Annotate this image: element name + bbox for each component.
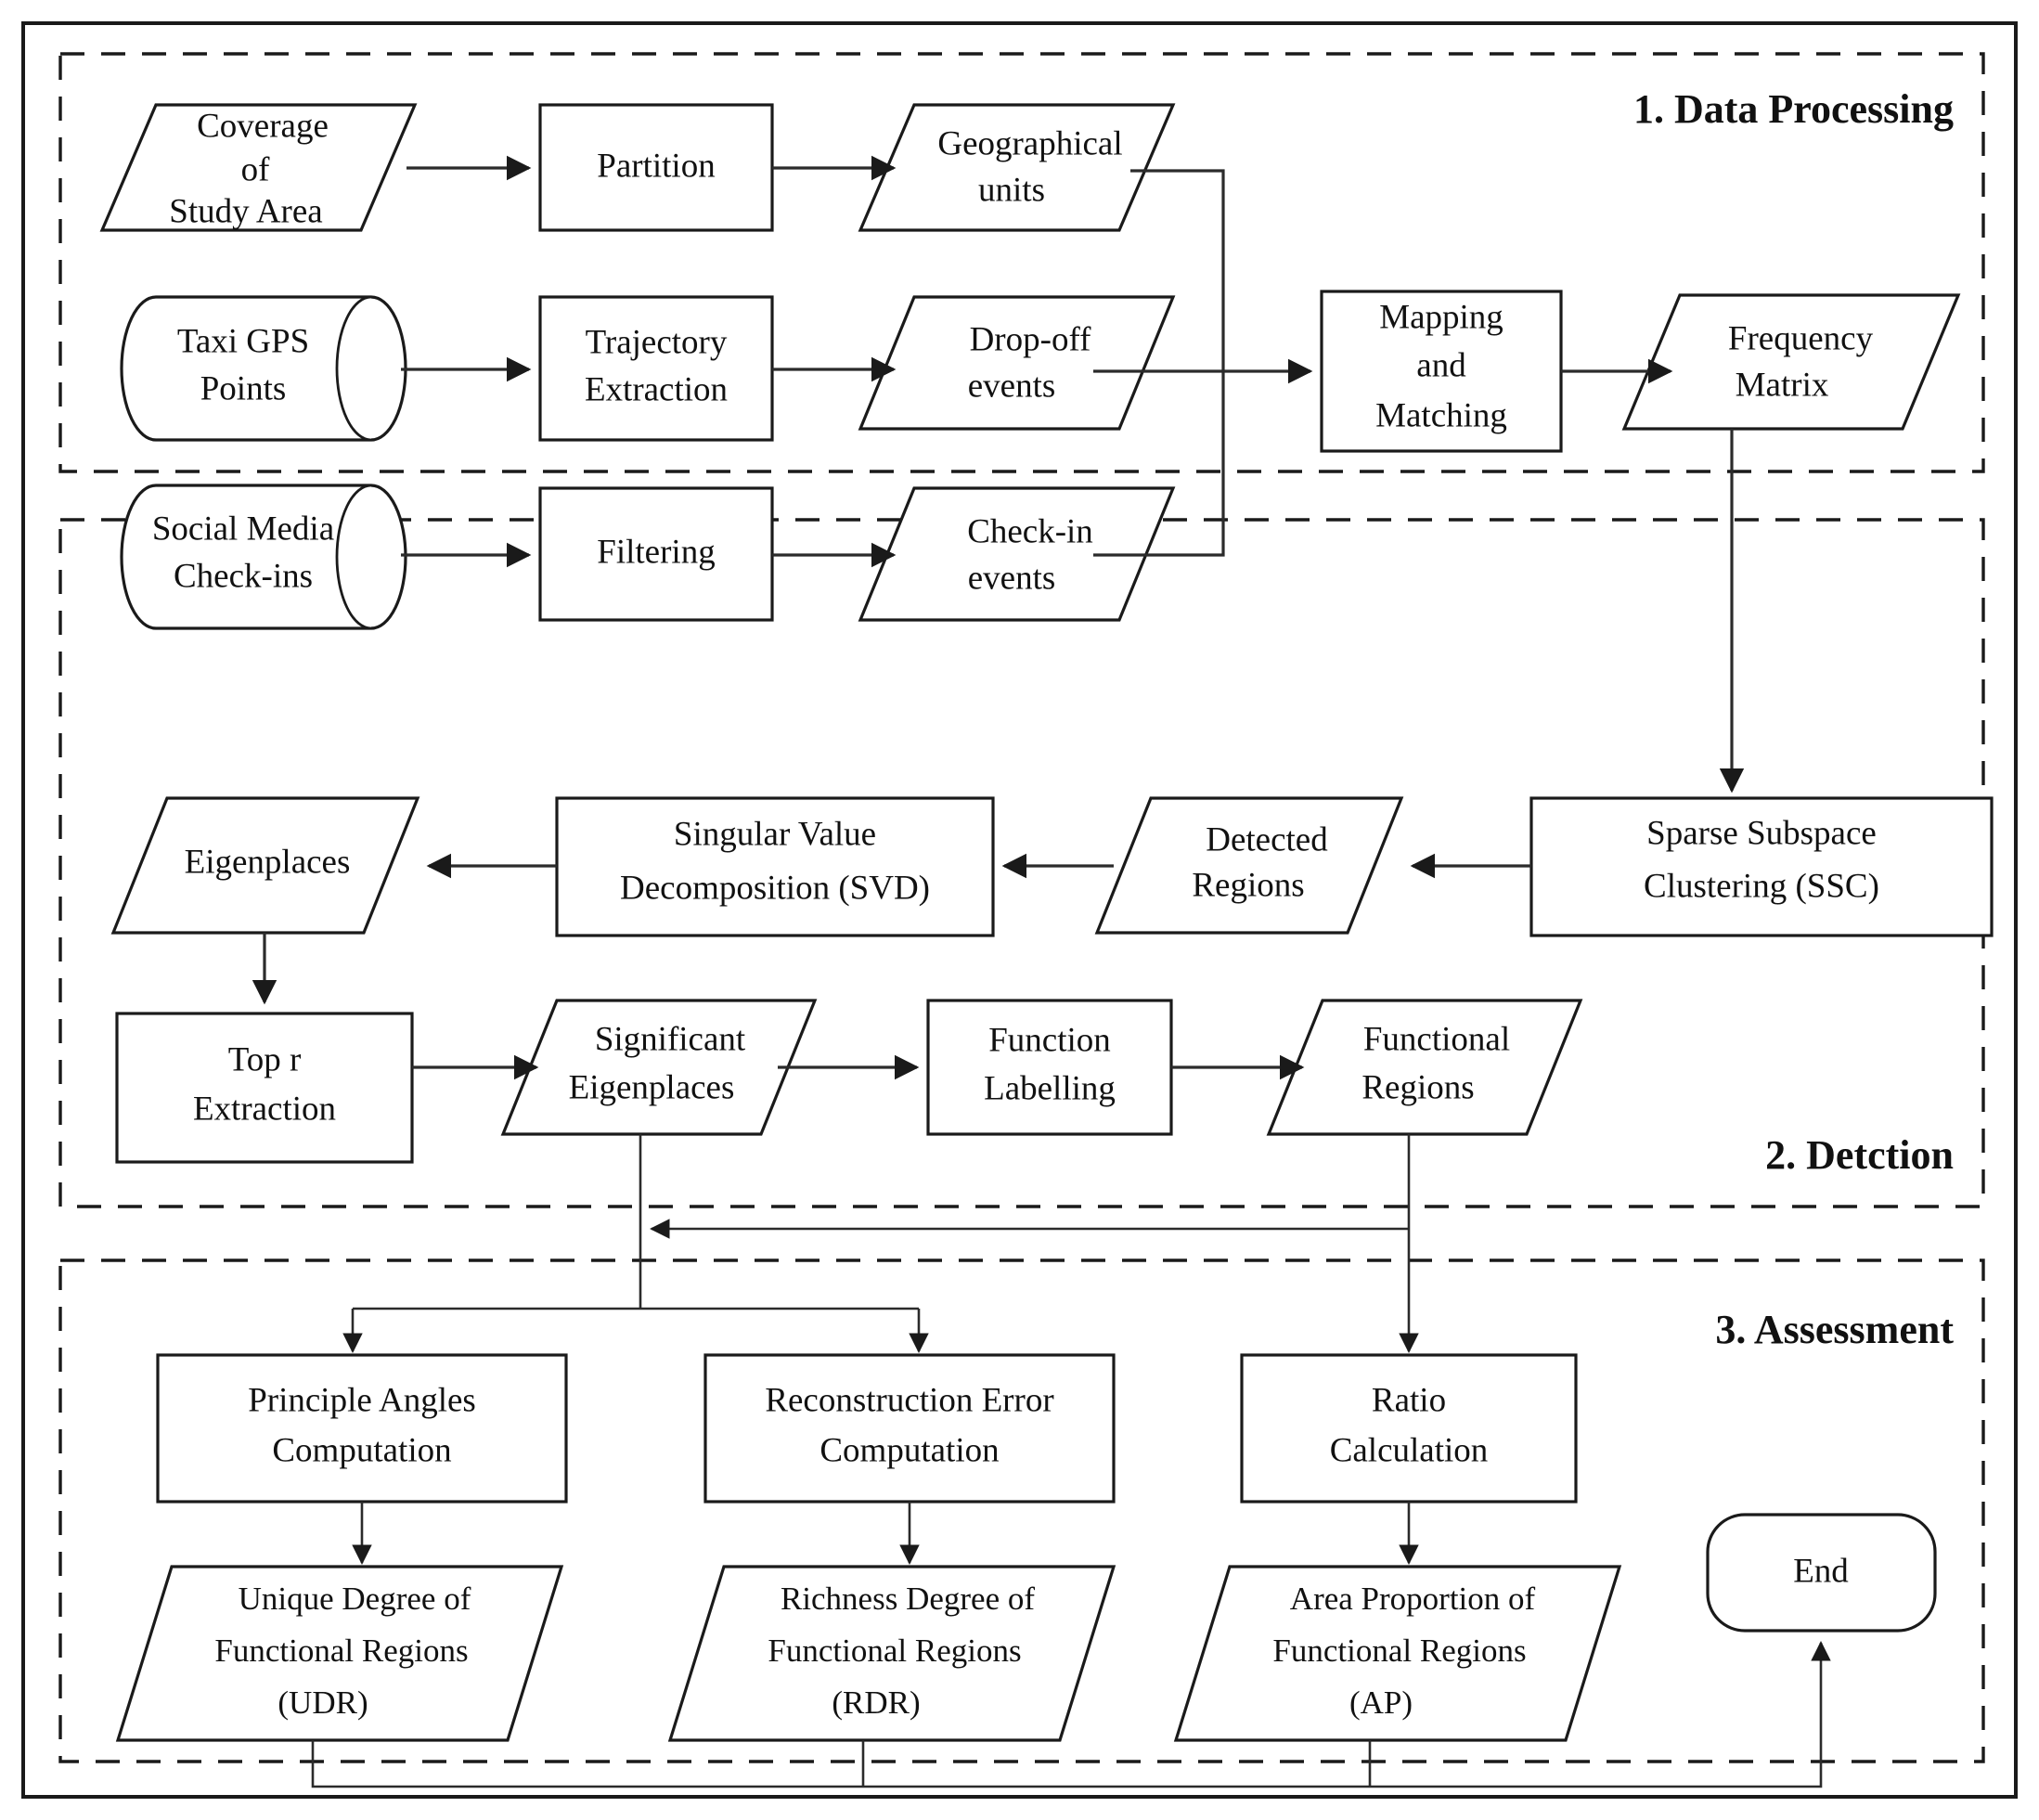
node-partition-line-0: Partition xyxy=(597,147,715,185)
node-topr-line-0: Top r xyxy=(228,1040,302,1078)
node-eigenplaces-line-0: Eigenplaces xyxy=(185,843,351,881)
node-freq-matrix-line-1: Matrix xyxy=(1736,366,1829,404)
node-significant-eigenplaces[interactable]: Significant Eigenplaces xyxy=(500,999,818,1136)
node-social-media-line-1: Check-ins xyxy=(174,557,313,595)
node-svd-line-1: Decomposition (SVD) xyxy=(620,869,930,907)
edge-geo-units-bus xyxy=(1093,169,1225,557)
node-coverage-line-2: Study Area xyxy=(169,192,322,230)
node-dropoff-events[interactable]: Drop-off events xyxy=(858,295,1176,431)
node-recon-line-1: Computation xyxy=(819,1431,999,1469)
node-dropoff-line-1: events xyxy=(968,367,1056,405)
node-checkin-line-1: events xyxy=(968,559,1056,597)
node-filtering[interactable]: Filtering xyxy=(538,486,774,622)
node-social-media-checkins[interactable]: Social Media Check-ins xyxy=(120,484,407,630)
node-ratio-line-0: Ratio xyxy=(1372,1381,1446,1419)
node-freq-matrix-line-0: Frequency xyxy=(1728,319,1874,357)
node-traj-line-0: Trajectory xyxy=(586,323,728,361)
node-princ-line-1: Computation xyxy=(272,1431,451,1469)
node-end-line-0: End xyxy=(1793,1552,1849,1590)
node-signif-line-1: Eigenplaces xyxy=(569,1068,735,1106)
node-ssc-line-1: Clustering (SSC) xyxy=(1644,867,1879,905)
node-eigenplaces[interactable]: Eigenplaces xyxy=(110,796,420,935)
node-princ-line-0: Principle Angles xyxy=(248,1381,476,1419)
section-label-data-processing: 1. Data Processing xyxy=(1633,86,1954,132)
node-functional-regions[interactable]: Functional Regions xyxy=(1266,999,1583,1136)
node-coverage-line-1: of xyxy=(241,150,271,188)
section-box-assessment xyxy=(58,1259,1985,1763)
node-recon-line-0: Reconstruction Error xyxy=(765,1381,1053,1419)
node-taxi-gps-line-0: Taxi GPS xyxy=(177,322,309,360)
node-dropoff-line-0: Drop-off xyxy=(970,320,1092,358)
node-mapping-and-matching[interactable]: Mapping and Matching xyxy=(1320,290,1563,453)
node-filtering-line-0: Filtering xyxy=(597,533,715,571)
node-social-media-line-0: Social Media xyxy=(152,510,334,548)
node-udr-line-2: (UDR) xyxy=(277,1684,368,1721)
node-principle-angles-computation[interactable]: Principle Angles Computation xyxy=(156,1353,568,1504)
node-geographical-units[interactable]: Geographical units xyxy=(858,103,1176,232)
node-rdr-line-1: Functional Regions xyxy=(768,1633,1021,1669)
node-detected-line-0: Detected xyxy=(1206,820,1328,858)
edge-udr-to-end xyxy=(311,1641,1831,1788)
node-coverage-line-0: Coverage xyxy=(197,107,329,145)
node-end[interactable]: End xyxy=(1706,1513,1937,1633)
node-coverage-of-study-area[interactable]: Coverage of Study Area xyxy=(99,103,418,232)
node-reconstruction-error-computation[interactable]: Reconstruction Error Computation xyxy=(703,1353,1116,1504)
node-udr-line-1: Functional Regions xyxy=(214,1633,468,1669)
node-taxi-gps-line-1: Points xyxy=(200,369,287,407)
node-mapping-line-2: Matching xyxy=(1375,396,1507,434)
node-udr-line-0: Unique Degree of xyxy=(239,1581,471,1617)
node-mapping-line-1: and xyxy=(1416,346,1466,384)
node-udr[interactable]: Unique Degree of Functional Regions (UDR… xyxy=(115,1565,564,1742)
node-taxi-gps-points[interactable]: Taxi GPS Points xyxy=(120,295,407,442)
node-funcreg-line-1: Regions xyxy=(1361,1068,1474,1106)
node-frequency-matrix[interactable]: Frequency Matrix xyxy=(1621,293,1961,431)
node-top-r-extraction[interactable]: Top r Extraction xyxy=(115,1012,414,1164)
node-detected-regions[interactable]: Detected Regions xyxy=(1094,796,1404,935)
node-sparse-subspace-clustering[interactable]: Sparse Subspace Clustering (SSC) xyxy=(1529,796,1994,937)
section-label-detection: 2. Detction xyxy=(1765,1132,1954,1178)
node-svd-line-0: Singular Value xyxy=(674,815,876,853)
node-checkin-line-0: Check-in xyxy=(967,512,1093,550)
node-detected-line-1: Regions xyxy=(1192,866,1304,904)
node-geo-units-line-0: Geographical xyxy=(937,124,1122,162)
section-box-data-processing xyxy=(58,52,1985,473)
section-label-assessment: 3. Assessment xyxy=(1715,1307,1954,1352)
node-ap[interactable]: Area Proportion of Functional Regions (A… xyxy=(1173,1565,1622,1742)
node-ratio-calculation[interactable]: Ratio Calculation xyxy=(1240,1353,1578,1504)
node-partition[interactable]: Partition xyxy=(538,103,774,232)
node-rdr[interactable]: Richness Degree of Functional Regions (R… xyxy=(667,1565,1116,1742)
node-trajectory-extraction[interactable]: Trajectory Extraction xyxy=(538,295,774,442)
node-ap-line-0: Area Proportion of xyxy=(1290,1581,1536,1617)
node-ap-line-1: Functional Regions xyxy=(1272,1633,1526,1669)
node-function-labelling[interactable]: Function Labelling xyxy=(926,999,1173,1136)
node-singular-value-decomposition[interactable]: Singular Value Decomposition (SVD) xyxy=(555,796,995,937)
node-traj-line-1: Extraction xyxy=(585,370,728,408)
node-topr-line-1: Extraction xyxy=(193,1090,336,1128)
node-ratio-line-1: Calculation xyxy=(1330,1431,1489,1469)
node-signif-line-0: Significant xyxy=(595,1020,746,1058)
node-geo-units-line-1: units xyxy=(978,171,1045,209)
node-rdr-line-2: (RDR) xyxy=(832,1684,920,1721)
node-funcreg-line-0: Functional xyxy=(1363,1020,1510,1058)
node-ap-line-2: (AP) xyxy=(1349,1684,1413,1721)
node-mapping-line-0: Mapping xyxy=(1379,298,1503,336)
node-checkin-events[interactable]: Check-in events xyxy=(858,486,1176,622)
node-funclabel-line-0: Function xyxy=(988,1021,1111,1059)
node-funclabel-line-1: Labelling xyxy=(984,1069,1116,1107)
node-ssc-line-0: Sparse Subspace xyxy=(1646,814,1877,852)
node-rdr-line-0: Richness Degree of xyxy=(781,1581,1035,1617)
outer-frame xyxy=(21,21,2018,1799)
